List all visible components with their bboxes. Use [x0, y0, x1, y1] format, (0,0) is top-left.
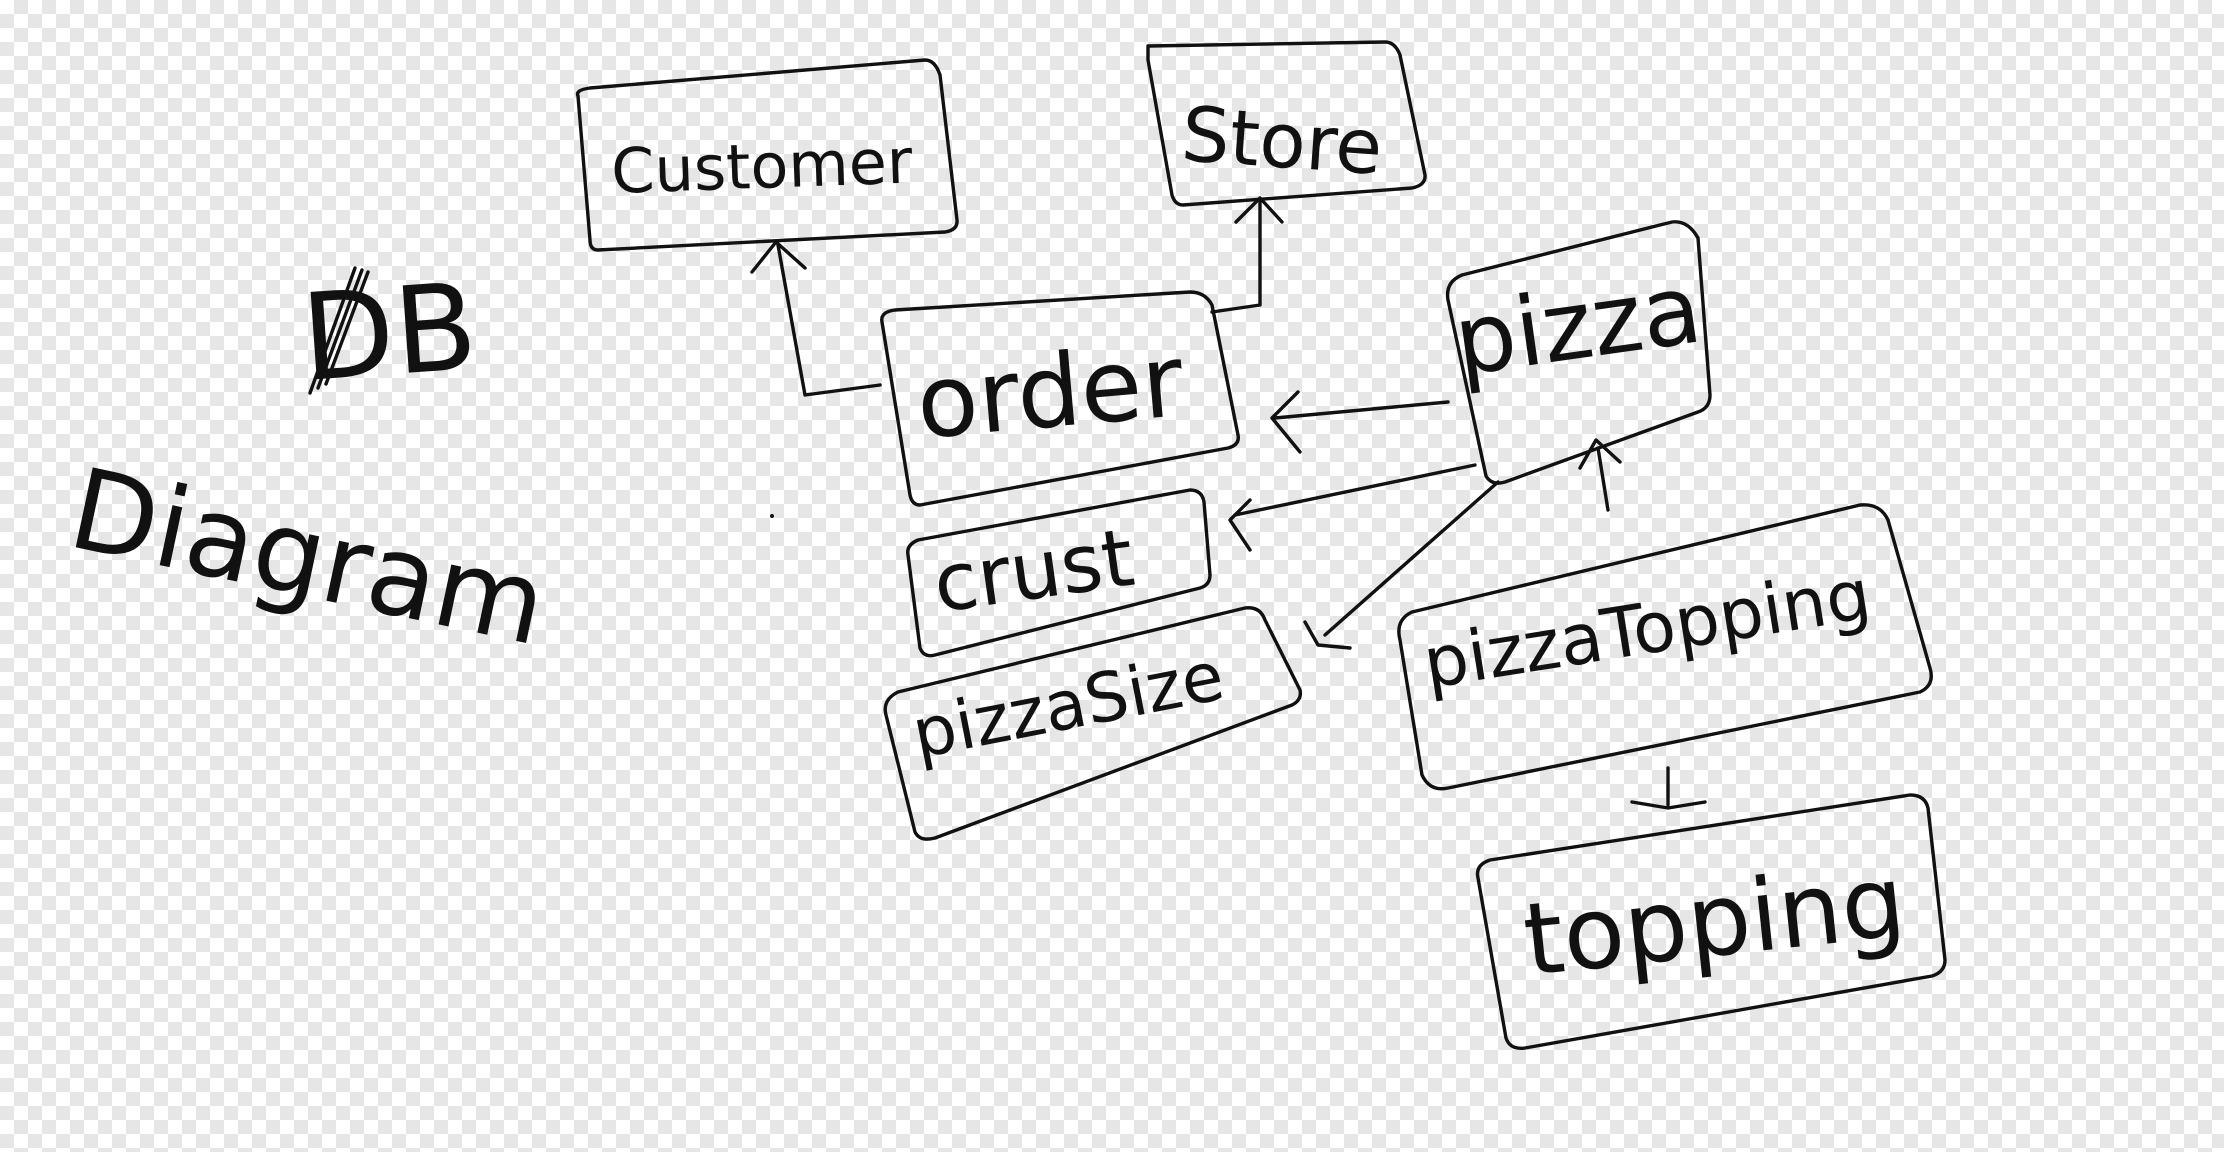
scribble-mark — [308, 266, 370, 395]
arrow-order-to-customer — [776, 243, 882, 397]
entity-customer: Customer — [575, 58, 959, 252]
pizza-size-box — [883, 606, 1303, 841]
entity-store: Store — [1146, 40, 1427, 207]
order-box — [880, 290, 1240, 507]
entity-pizza: pizza — [1445, 220, 1712, 485]
arrowhead-customer — [750, 240, 807, 274]
pizza-topping-box — [1397, 503, 1933, 791]
arrow-pizza-topping-to-pizza — [1596, 446, 1610, 512]
arrowhead-pizza-size — [1303, 620, 1352, 650]
relationships — [750, 196, 1707, 810]
arrowhead-crust — [1228, 498, 1252, 552]
topping-box — [1475, 793, 1947, 1050]
pizza-size-label: pizzaSize — [906, 637, 1230, 775]
store-label: Store — [1179, 89, 1386, 192]
customer-label: Customer — [610, 125, 914, 208]
pizza-label: pizza — [1448, 252, 1708, 397]
arrowhead-order — [1270, 390, 1302, 454]
order-label: order — [912, 322, 1189, 462]
stray-dot — [770, 514, 774, 518]
entity-pizza-size: pizzaSize — [883, 606, 1303, 841]
topping-label: topping — [1518, 843, 1910, 999]
title-db: DB — [297, 258, 481, 409]
arrow-pizza-to-crust — [1233, 463, 1477, 517]
entity-crust: crust — [906, 488, 1212, 658]
customer-box — [575, 58, 959, 252]
pizza-topping-label: pizzaTopping — [1418, 553, 1876, 705]
title-diagram: Diagram — [59, 444, 556, 671]
entity-topping: topping — [1475, 793, 1947, 1050]
arrowhead-store — [1234, 196, 1284, 224]
arrow-order-to-store — [1210, 200, 1262, 314]
arrowhead-topping — [1630, 800, 1707, 810]
store-box — [1146, 40, 1427, 207]
diagram-title: DB Diagram — [59, 258, 556, 671]
entity-pizza-topping: pizzaTopping — [1397, 503, 1933, 791]
arrow-pizza-to-order — [1273, 400, 1450, 420]
arrow-pizza-to-pizza-size — [1323, 480, 1500, 637]
crust-box — [906, 488, 1212, 658]
entity-order: order — [880, 290, 1240, 507]
arrowhead-pizza — [1578, 438, 1622, 470]
